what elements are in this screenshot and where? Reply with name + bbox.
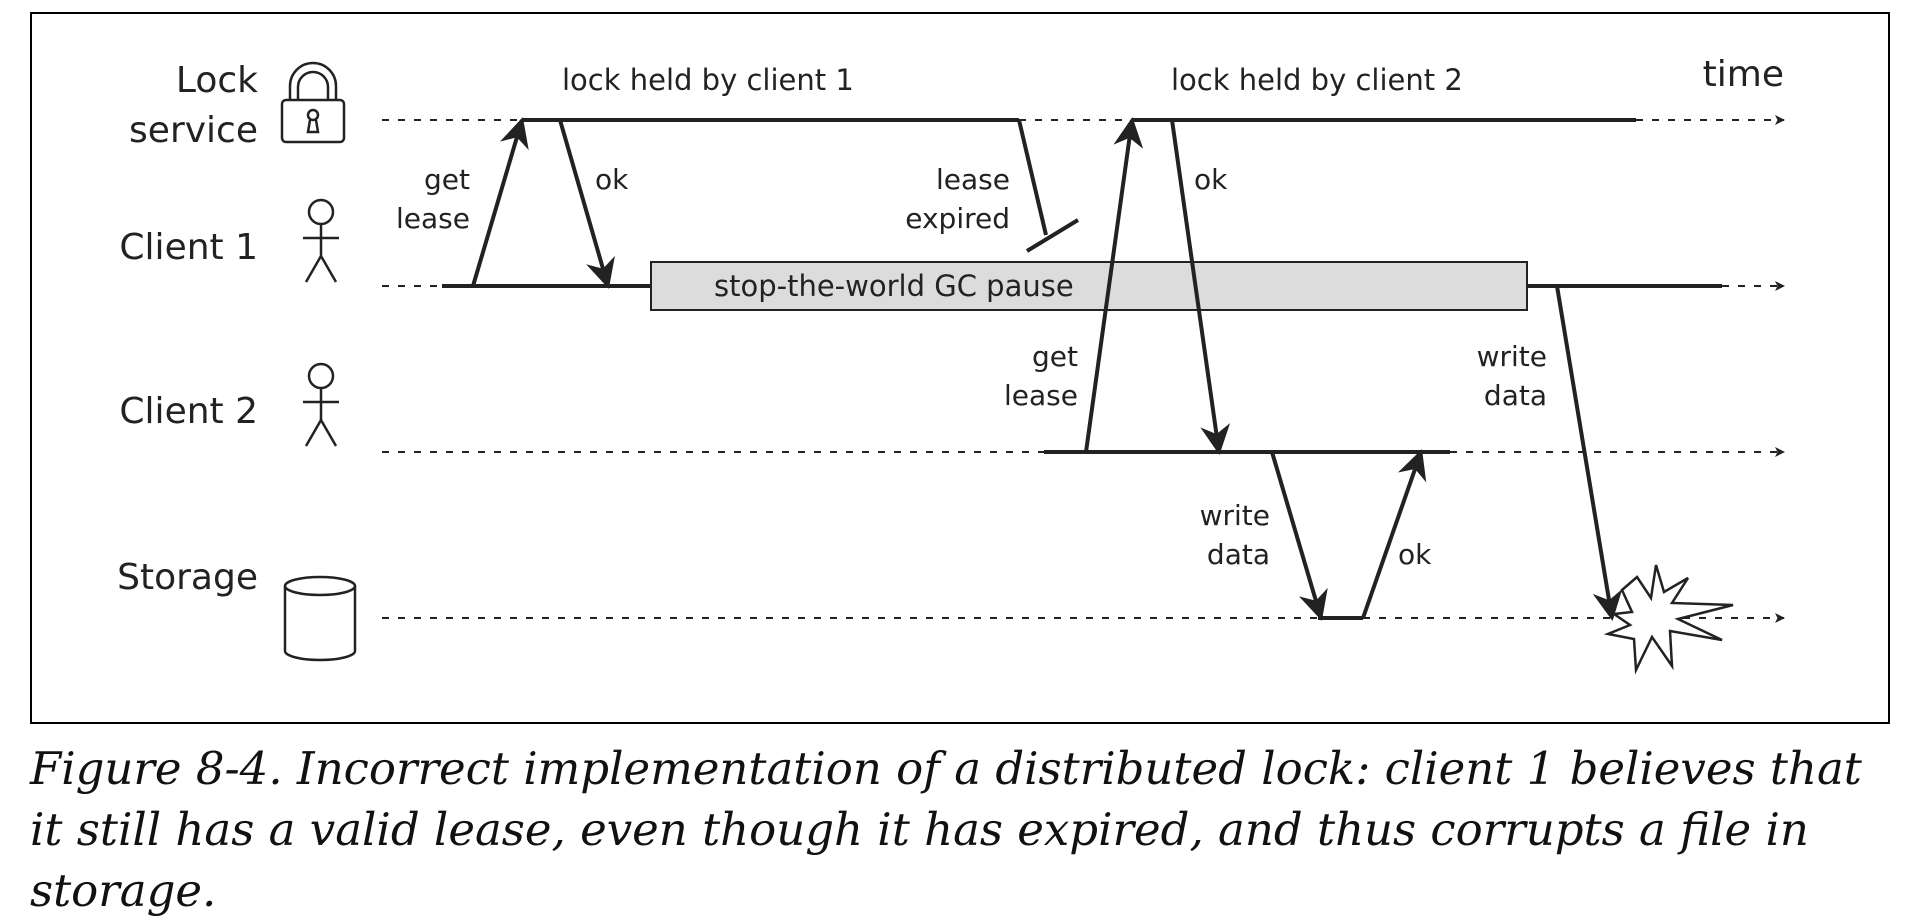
time-axis-label: time <box>1703 54 1784 95</box>
lock-held-client2-label: lock held by client 2 <box>1171 63 1463 97</box>
arrow-c2-write-data <box>1270 451 1328 621</box>
arrow-c1-get-lease <box>471 117 529 287</box>
arrow-storage-ok <box>1361 449 1427 619</box>
lease-expired-cross <box>1025 218 1080 253</box>
line-lease-expired <box>1017 119 1048 236</box>
actor-label-storage: Storage <box>117 557 258 598</box>
label-lease-expired-line1: lease <box>936 163 1010 196</box>
actor-label-lock-service-line2: service <box>129 110 258 151</box>
padlock-icon <box>280 61 346 144</box>
actor-label-client1: Client 1 <box>119 227 258 268</box>
arrow-c1-write-data <box>1555 285 1623 621</box>
arrow-c1-ok <box>558 119 615 289</box>
label-c1-get-lease-line1: get <box>424 163 470 196</box>
explosion-icon <box>1603 564 1734 675</box>
actor-label-lock-service-line1: Lock <box>176 60 258 101</box>
stick-figure-icon <box>303 362 339 447</box>
lock-sequence-diagram: Lock service Client 1 Client 2 Storage <box>117 54 1785 675</box>
label-lease-expired-line2: expired <box>905 202 1010 235</box>
label-c2-get-lease-line2: lease <box>1004 379 1078 412</box>
database-cylinder-icon <box>283 575 357 662</box>
label-c2-get-lease-line1: get <box>1032 340 1078 373</box>
figure-caption: Figure 8-4. Incorrect implementation of … <box>30 742 1862 917</box>
label-c1-write-data-line1: write <box>1477 340 1547 373</box>
label-c2-write-data-line2: data <box>1207 538 1270 571</box>
label-c1-write-data-line2: data <box>1484 379 1547 412</box>
label-c2-ok: ok <box>1194 163 1228 196</box>
label-storage-ok: ok <box>1398 538 1432 571</box>
label-c1-ok: ok <box>595 163 629 196</box>
gc-pause-label: stop-the-world GC pause <box>714 269 1074 303</box>
diagram-frame: Lock service Client 1 Client 2 Storage <box>30 12 1890 724</box>
arrow-c2-get-lease <box>1084 117 1144 453</box>
label-c1-get-lease-line2: lease <box>396 202 470 235</box>
lock-held-client1-label: lock held by client 1 <box>562 63 854 97</box>
gc-pause-box <box>650 261 1528 311</box>
arrow-c2-ok <box>1170 119 1231 455</box>
label-c2-write-data-line1: write <box>1200 499 1270 532</box>
stick-figure-icon <box>303 198 339 283</box>
actor-label-client2: Client 2 <box>119 391 258 432</box>
